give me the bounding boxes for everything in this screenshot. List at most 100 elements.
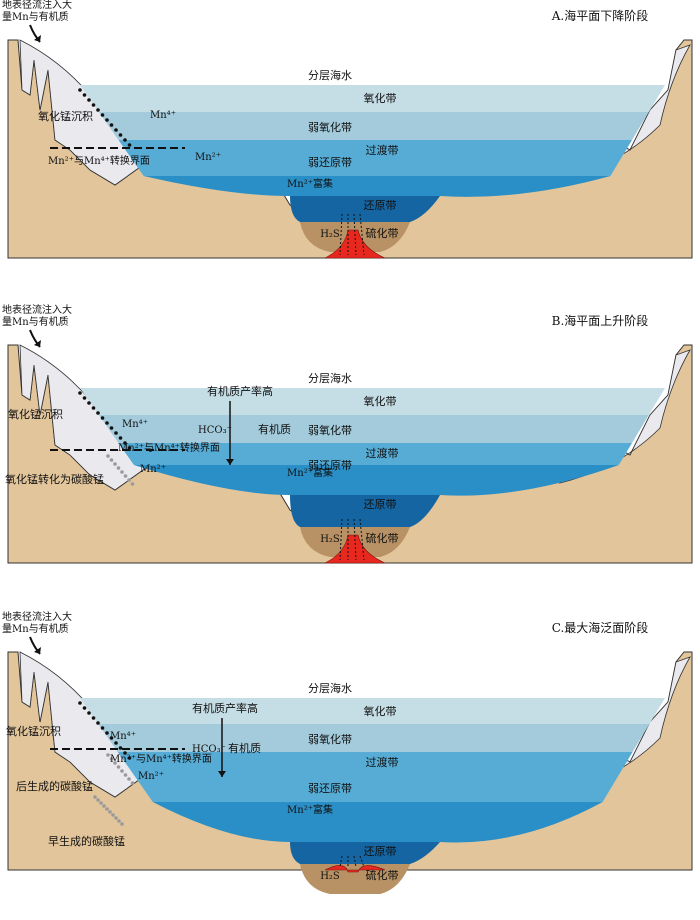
h2s-label: H₂S xyxy=(320,534,340,545)
runoff-arrowhead xyxy=(34,35,41,42)
weak-reducing-zone-label: 弱还原带 xyxy=(308,459,352,472)
reducing-band xyxy=(290,842,440,864)
mn-oxide-dot xyxy=(114,431,118,435)
mn-oxide-dot xyxy=(127,756,132,760)
stratified-water-label: 分层海水 xyxy=(308,371,352,385)
sulfide-zone-label: 硫化带 xyxy=(366,226,399,240)
weak-oxic-band xyxy=(98,415,649,443)
runoff-label-line1: 地表径流注入大 xyxy=(2,303,72,316)
fluid-vent xyxy=(353,855,357,868)
reducing-zone-label: 还原带 xyxy=(364,199,397,212)
reducing-zone-label: 还原带 xyxy=(364,845,397,858)
fluid-vent xyxy=(359,213,365,256)
sulfide-zone-label: 硫化带 xyxy=(366,531,399,545)
oxide-deposit-label: 氧化锰沉积 xyxy=(38,109,93,123)
fluid-vent xyxy=(339,518,343,561)
panel-title: C.最大海泛面阶段 xyxy=(552,620,649,635)
transition-band xyxy=(118,140,632,176)
mn-carbonate-dot xyxy=(113,462,117,466)
mn-oxide-dot xyxy=(82,93,87,97)
oxic-zone-label: 氧化带 xyxy=(364,704,397,718)
mn-oxide-dot xyxy=(82,706,87,710)
organic-flux-arrowhead xyxy=(226,459,234,465)
early-carbonate-dot xyxy=(105,807,109,811)
fluid-vent xyxy=(353,518,357,561)
mn-carbonate-dot xyxy=(106,753,110,757)
mn-oxide-dot xyxy=(118,436,123,440)
mn-carbonate-dot xyxy=(127,478,131,482)
weak-oxic-zone-label: 弱氧化带 xyxy=(308,732,352,746)
mn-oxide-dot xyxy=(78,391,82,395)
oxic-band xyxy=(80,85,665,112)
interface-label: Mn²⁺与Mn⁴⁺转换界面 xyxy=(48,154,150,167)
h2s-label: H₂S xyxy=(320,871,340,882)
oxic-zone-label: 氧化带 xyxy=(364,91,397,105)
mn-oxide-dot xyxy=(100,113,105,117)
mn2-label: Mn²⁺ xyxy=(140,464,166,475)
mn-carbonate-dot xyxy=(109,458,114,462)
mn-oxide-dot xyxy=(100,726,105,730)
early-carbonate-dot xyxy=(120,822,124,826)
mn-oxide-dot xyxy=(123,441,127,445)
mn-oxide-dot xyxy=(109,736,114,740)
weak-reducing-band xyxy=(143,176,611,197)
mn4-label: Mn⁴⁺ xyxy=(110,731,136,742)
oxide-deposit-label: 氧化锰沉积 xyxy=(8,407,63,421)
mn2-enrichment-label: Mn²⁺富集 xyxy=(287,466,333,479)
organic-matter-label: 有机质 xyxy=(228,741,261,755)
transition-zone-label: 过渡带 xyxy=(366,755,399,769)
early-carbonate-dot xyxy=(114,816,118,820)
weak-reducing-band xyxy=(133,465,619,496)
fluid-vent xyxy=(339,213,343,256)
mn-oxide-dot xyxy=(127,143,132,147)
organic-flux-arrowhead xyxy=(218,771,226,777)
mn-oxide-dot xyxy=(114,128,118,132)
transition-band xyxy=(118,443,632,465)
oxic-zone-label: 氧化带 xyxy=(364,394,397,408)
mn-oxide-dot xyxy=(109,426,114,430)
mn-oxide-dot xyxy=(87,711,91,715)
transition-zone-label: 过渡带 xyxy=(366,446,399,460)
sulfide-basin xyxy=(300,864,410,894)
fluid-vent xyxy=(359,855,365,868)
runoff-label-line1: 地表径流注入大 xyxy=(2,0,72,11)
fluid-vent xyxy=(359,518,365,561)
weak-reducing-zone-label: 弱还原带 xyxy=(308,782,352,795)
mn-carbonate-dot xyxy=(130,781,135,785)
mn-carbonate-dot xyxy=(127,777,131,781)
reducing-band xyxy=(290,495,440,527)
reducing-band xyxy=(290,196,440,222)
oxide-deposit-label: 氧化锰沉积 xyxy=(6,724,61,738)
mn-carbonate-dot xyxy=(106,454,110,458)
panel-title: A.海平面下降阶段 xyxy=(551,8,648,23)
runoff-label-line2: 量Mn与有机质 xyxy=(2,622,69,635)
hco3-label: HCO₃⁻ xyxy=(198,425,232,436)
mn-carbonate-dot xyxy=(113,761,117,765)
mn2-enrichment-label: Mn²⁺富集 xyxy=(287,803,333,816)
weak-oxic-zone-label: 弱氧化带 xyxy=(308,120,352,134)
mn-oxide-dot xyxy=(87,401,91,405)
mn-oxide-dot xyxy=(96,721,100,725)
mn-oxide-dot xyxy=(96,411,100,415)
mn-oxide-dot xyxy=(82,396,87,400)
mn-carbonate-dot xyxy=(116,765,121,769)
early-carbonate-dot xyxy=(111,813,115,817)
mn2-label: Mn²⁺ xyxy=(138,771,164,782)
early-carbonate-dot xyxy=(108,810,112,814)
mn-oxide-dot xyxy=(91,716,96,720)
early-carbonate-label: 早生成的碳酸锰 xyxy=(48,834,125,848)
mn2-label: Mn²⁺ xyxy=(195,152,221,163)
mn-oxide-dot xyxy=(123,138,127,142)
oxide-to-carbonate-label: 氧化锰转化为碳酸锰 xyxy=(5,472,104,486)
runoff-label-line2: 量Mn与有机质 xyxy=(2,315,69,328)
productivity-label: 有机质产率高 xyxy=(192,701,258,715)
weak-oxic-band xyxy=(98,724,650,752)
mn-oxide-dot xyxy=(78,701,82,705)
mn-carbonate-dot xyxy=(123,474,128,478)
weak-oxic-band xyxy=(98,112,649,140)
mn-carbonate-dot xyxy=(123,773,128,777)
